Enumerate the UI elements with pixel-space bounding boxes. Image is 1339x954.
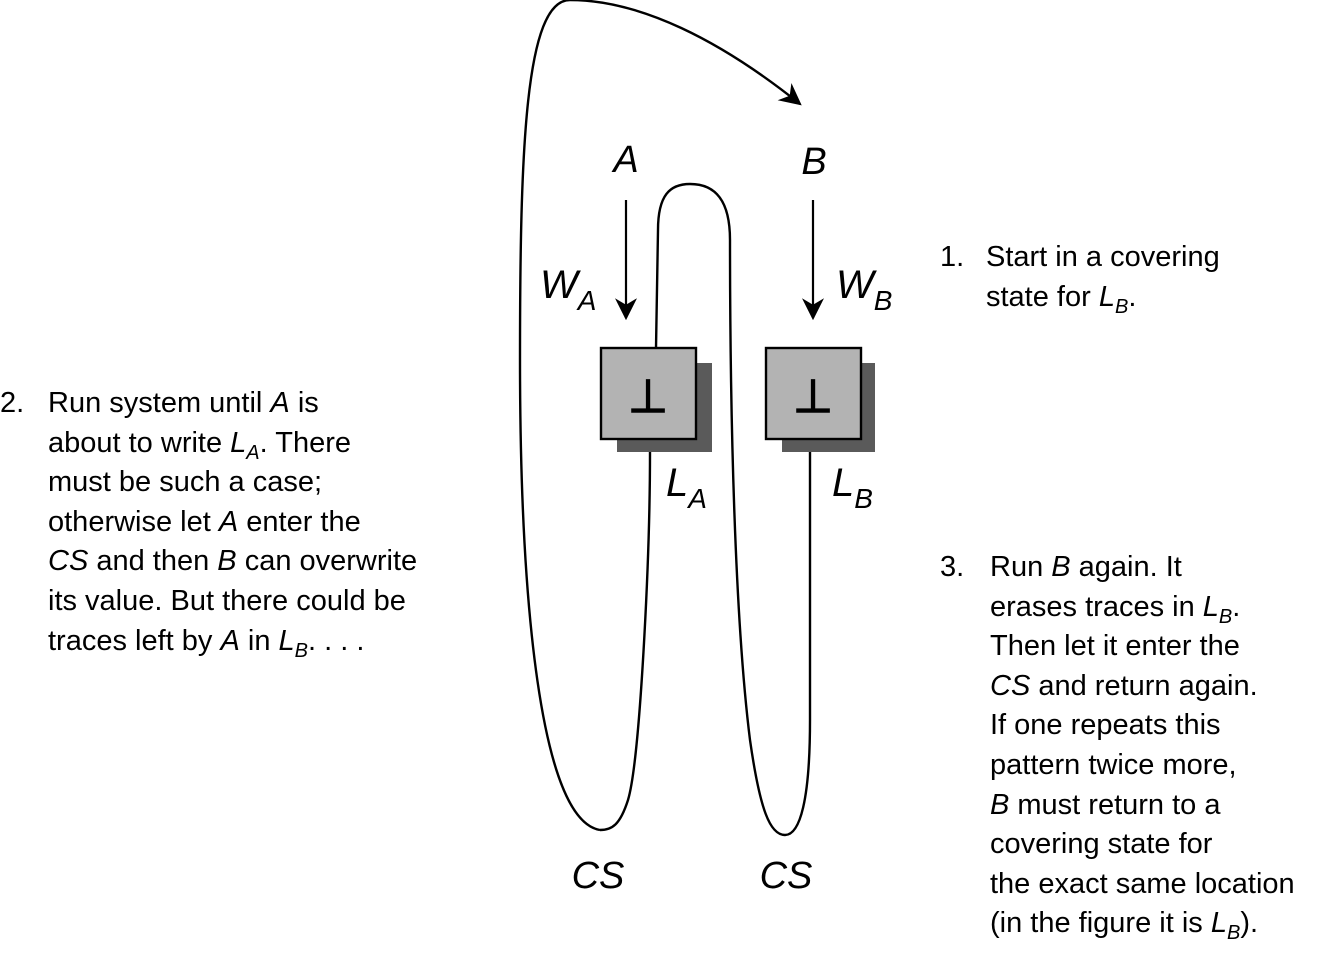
step-2-line-4: otherwise let A enter the — [48, 505, 361, 538]
step-2-text: Run system until A is about to write LA.… — [48, 384, 417, 661]
outer-loop-path — [518, 0, 802, 832]
step-2-line-6: its value. But there could be — [48, 584, 406, 617]
step-2-line-5: CS and then B can overwrite — [48, 545, 418, 578]
step-1-text: Start in a covering state for LB. — [986, 238, 1220, 317]
left-cs-path — [599, 451, 652, 832]
write-a-label: WA — [540, 263, 596, 316]
register-a-bottom-symbol: ⊥ — [628, 370, 668, 422]
step-3-line-2: erases traces in LB. — [990, 590, 1241, 628]
step-3-line-3: Then let it enter the — [990, 630, 1240, 663]
inner-loop-path — [654, 182, 812, 837]
step-3-note: 3. Run B again. It erases traces in LB. … — [940, 548, 1339, 954]
location-a-label: LA — [666, 461, 707, 514]
step-3-line-7: B must return to a — [990, 788, 1221, 821]
process-a-label: A — [611, 139, 638, 181]
step-1-line-1: Start in a covering — [986, 241, 1220, 273]
step-2-line-2: about to write LA. There — [48, 426, 351, 464]
step-1-line-2: state for LB. — [986, 280, 1137, 318]
step-3-line-5: If one repeats this — [990, 709, 1221, 742]
step-3-line-9: the exact same location — [990, 867, 1295, 900]
step-1-number: 1. — [940, 241, 965, 273]
step-3-line-4: CS and return again. — [990, 669, 1258, 702]
step-1-note: 1. Start in a covering state for LB. — [940, 238, 1270, 328]
write-b-label: WB — [836, 263, 892, 316]
register-a-box — [599, 346, 698, 441]
step-3-text: Run B again. It erases traces in LB. The… — [990, 548, 1295, 944]
step-3-line-1: Run B again. It — [990, 551, 1182, 583]
step-2-note: 2. Run system until A is about to write … — [0, 384, 490, 674]
critical-section-right-label: CS — [760, 855, 813, 897]
step-3-number: 3. — [940, 551, 965, 583]
location-b-label: LB — [832, 461, 873, 514]
register-b-box — [764, 346, 863, 441]
step-2-line-3: must be such a case; — [48, 466, 323, 499]
step-3-line-10: (in the figure it is LB). — [990, 907, 1259, 945]
critical-section-left-label: CS — [572, 855, 625, 897]
step-3-line-8: covering state for — [990, 828, 1213, 861]
step-2-line-1: Run system until A is — [48, 387, 319, 419]
step-2-line-7: traces left by A in LB. . . . — [48, 624, 365, 662]
process-b-label: B — [801, 141, 826, 183]
register-b-bottom-symbol: ⊥ — [793, 370, 833, 422]
step-2-number: 2. — [0, 387, 25, 419]
step-3-line-6: pattern twice more, — [990, 748, 1237, 781]
